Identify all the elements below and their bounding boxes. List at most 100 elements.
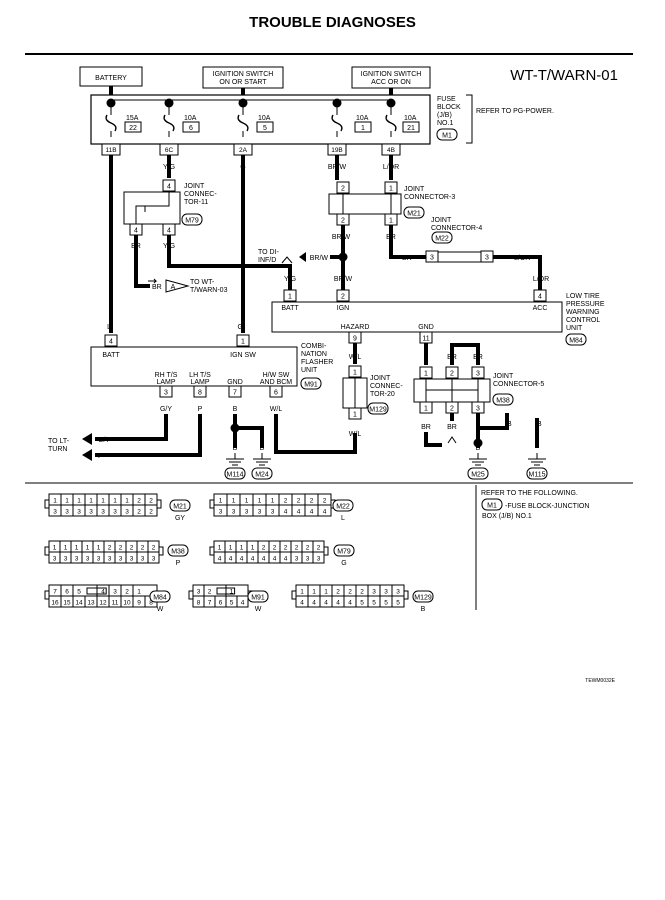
connector-pin: 3 — [113, 589, 117, 596]
pin-number: 6 — [274, 390, 278, 397]
to-di-label: INF/D — [258, 257, 276, 264]
fuse-icon — [385, 114, 397, 132]
flasher-lh-wire: P — [198, 406, 203, 413]
fuse-icon — [237, 114, 249, 132]
flasher-batt-label: BATT — [102, 352, 120, 359]
connector-pin: 1 — [251, 545, 255, 552]
connector-tab — [209, 546, 215, 556]
arrow-up-icon — [447, 436, 457, 444]
connector-pin: 8 — [197, 600, 201, 607]
connector-pin: 1 — [232, 498, 236, 505]
pin-number: 4 — [538, 294, 542, 301]
connector-pin: 3 — [75, 556, 79, 563]
refer-pg-power: REFER TO PG-POWER. — [476, 108, 554, 115]
connector-pin: 6 — [65, 589, 69, 596]
fuse-icon — [331, 114, 343, 132]
jc3-box — [328, 193, 402, 215]
connector-tab — [44, 590, 50, 600]
tpms-label: UNIT — [566, 325, 583, 332]
connector-pin: 5 — [230, 600, 234, 607]
connector-pin: 1 — [125, 498, 129, 505]
connector-pin: 2 — [284, 545, 288, 552]
connector-pin: 1 — [53, 545, 57, 552]
connector-pin: 4 — [101, 589, 105, 596]
connector-pin: 11 — [112, 600, 119, 607]
ground-wire: B — [476, 445, 481, 452]
arrow-left-icon — [299, 252, 306, 262]
jc4-wire-lor: L/OR — [514, 255, 530, 262]
to-wt-label: TO WT- — [190, 279, 215, 286]
wire-br-loop — [450, 343, 480, 365]
flasher-label: FLASHER — [301, 359, 333, 366]
ground-wire: B — [260, 445, 265, 452]
brw-di-label: BR/W — [310, 255, 329, 262]
connector-pin: 3 — [245, 509, 249, 516]
connector-id: M84 — [569, 338, 583, 345]
connector-tab — [44, 546, 50, 556]
fuse-amp: 10A — [404, 115, 417, 122]
wire-br-jc4 — [389, 225, 426, 259]
connector-pin: 3 — [113, 509, 117, 516]
pin-number: 4 — [167, 228, 171, 235]
connector-pin: 2 — [310, 498, 314, 505]
connector-pin: 3 — [197, 589, 201, 596]
connector-pin: 13 — [87, 600, 95, 607]
jc3-label: CONNECTOR-3 — [404, 194, 455, 201]
connector-pin: 3 — [77, 509, 81, 516]
fuse-number-box — [124, 121, 142, 133]
jc5-top-pin — [419, 366, 433, 379]
flasher-hw-wire: W/L — [270, 406, 283, 413]
connector-pin: 5 — [77, 589, 81, 596]
connector-pin: 1 — [324, 589, 328, 596]
jc5-wire-b-out: B — [507, 421, 512, 428]
connector-id: M38 — [171, 549, 185, 556]
tpms-pin-batt — [283, 289, 297, 302]
connector-pin: 5 — [372, 600, 376, 607]
lt-p-label: P — [98, 453, 103, 460]
connector-id: M22 — [336, 504, 350, 511]
connector-pin: 1 — [245, 498, 249, 505]
tpms-ign-wire: BR/W — [334, 276, 353, 283]
connector-tab — [291, 590, 297, 600]
connector-pin: 2 — [152, 545, 156, 552]
pin-number: 1 — [389, 186, 393, 193]
connector-pin: 1 — [258, 498, 262, 505]
to-wt-label: T/WARN-03 — [190, 287, 228, 294]
tpms-batt-wire: Y/G — [284, 276, 296, 283]
connector-pin: 3 — [232, 509, 236, 516]
page-title: TROUBLE DIAGNOSES — [249, 14, 416, 31]
jc20-label: JOINT — [370, 375, 391, 382]
fuse-terminal: 11B — [105, 147, 116, 154]
jc5-wire-br-bot: BR — [421, 424, 431, 431]
wire-wl-lower — [274, 414, 357, 454]
connector-pin: 1 — [77, 498, 81, 505]
jc20-pin — [348, 407, 362, 420]
jc5-top-pin — [445, 366, 459, 379]
connector-tab — [403, 590, 409, 600]
connector-id: M38 — [496, 398, 510, 405]
connector-pin: 10 — [123, 600, 131, 607]
battery-label: BATTERY — [95, 75, 127, 82]
tpms-pin-ign — [336, 289, 350, 302]
tpms-label: LOW TIRE — [566, 293, 600, 300]
connector-pin: 1 — [229, 545, 233, 552]
connector-pin: 2 — [125, 589, 129, 596]
connector-id: M129 — [369, 407, 387, 414]
connector-id: M1 — [487, 503, 497, 510]
connector-pin: 5 — [396, 600, 400, 607]
connector-pin: 1 — [113, 498, 117, 505]
fuse-number-box — [256, 121, 274, 133]
connector-pin: 4 — [241, 600, 245, 607]
fuse-block-label: NO.1 — [437, 120, 453, 127]
connector-pin: 1 — [312, 589, 316, 596]
pin-number: 1 — [424, 406, 428, 413]
wire-br-bot — [424, 432, 442, 447]
connector-pin: 3 — [53, 509, 57, 516]
connector-pin: 8 — [149, 600, 153, 607]
ground-m115 — [526, 467, 548, 480]
connector-pin: 4 — [262, 556, 266, 563]
flasher-gnd-label: GND — [227, 379, 243, 386]
flasher-pin-hw — [269, 385, 283, 398]
connector-pin: 3 — [89, 509, 93, 516]
